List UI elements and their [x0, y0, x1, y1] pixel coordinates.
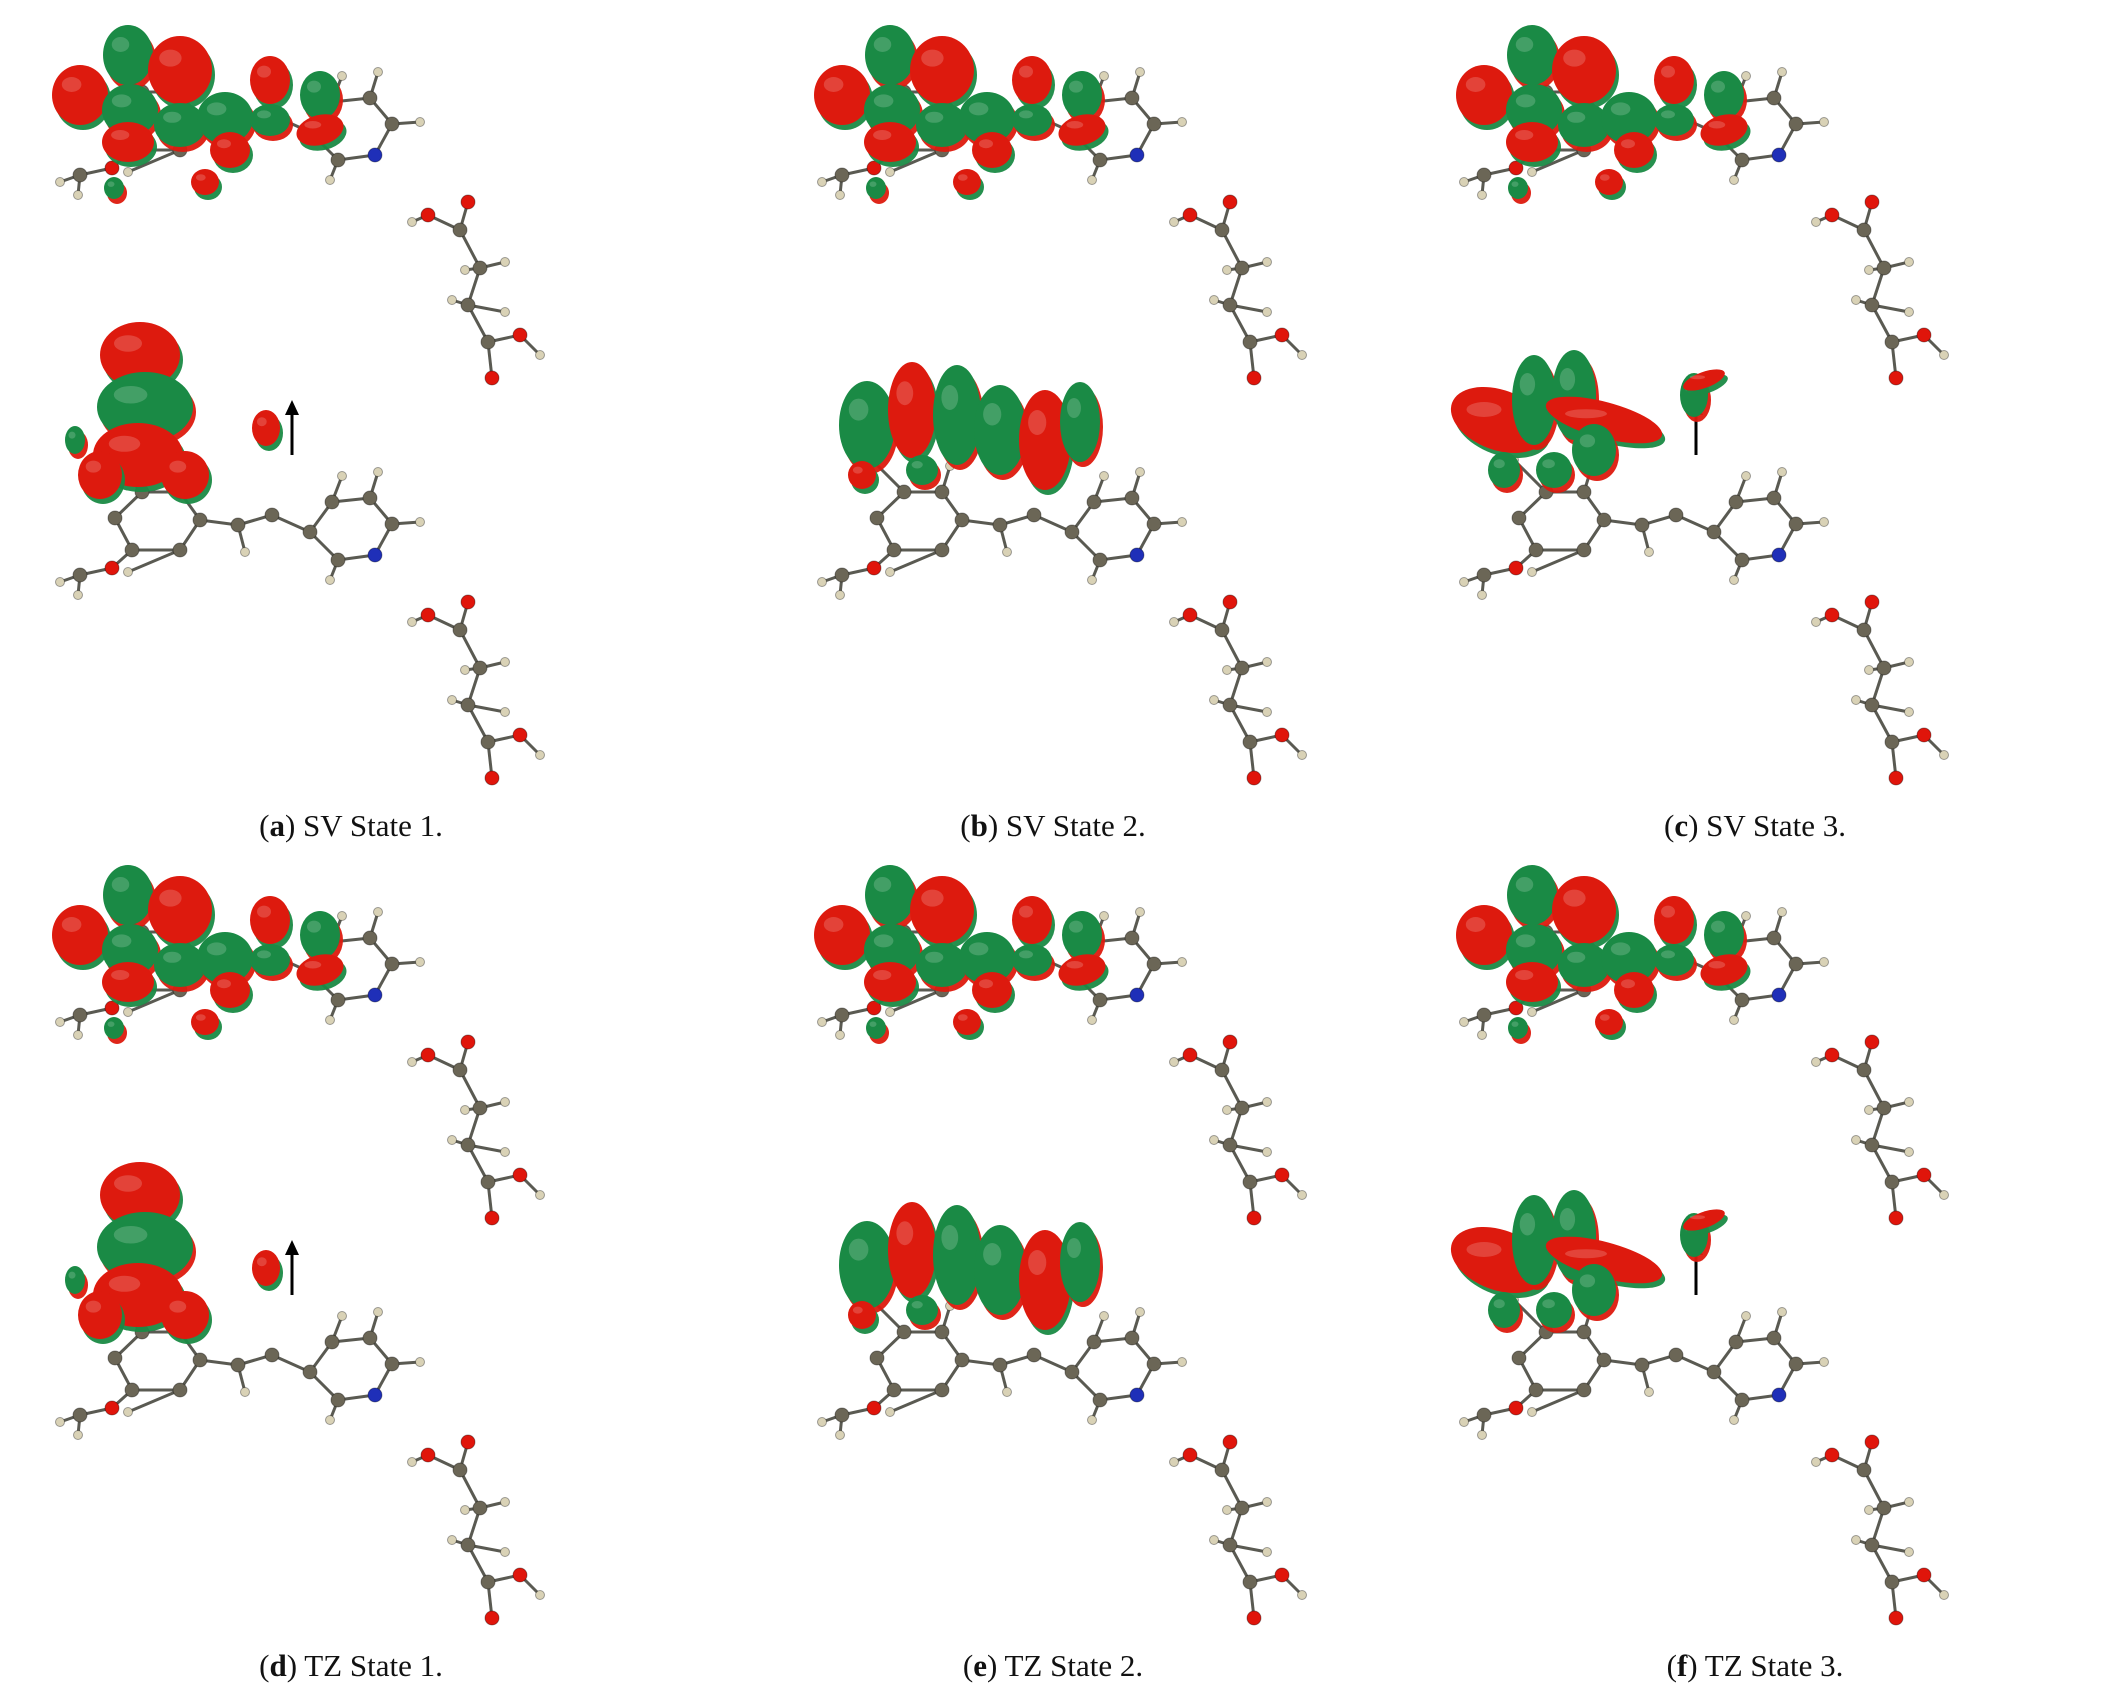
- panel-caption: (a) SV State 1.: [259, 808, 443, 843]
- panel-letter: e: [973, 1648, 987, 1683]
- orbital-transition-image: [814, 865, 1307, 1626]
- panel-caption: (c) SV State 3.: [1664, 808, 1846, 843]
- panel-caption: (b) SV State 2.: [960, 808, 1146, 843]
- panel-caption-text: SV State 2.: [1005, 808, 1146, 843]
- panel-c: (c) SV State 3.: [1404, 0, 2106, 843]
- panel-caption-text: SV State 3.: [1706, 808, 1846, 843]
- panel-letter: d: [269, 1648, 287, 1683]
- panel-caption-text: TZ State 2.: [1004, 1648, 1144, 1683]
- panel-caption: (e) TZ State 2.: [962, 1648, 1144, 1683]
- panel-b: (b) SV State 2.: [702, 0, 1404, 843]
- panel-d: (d) TZ State 1.: [0, 840, 702, 1683]
- panel-caption-text: TZ State 1.: [304, 1648, 443, 1683]
- panel-caption-text: TZ State 3.: [1704, 1648, 1844, 1683]
- panel-a: (a) SV State 1.: [0, 0, 702, 843]
- panel-f: (f) TZ State 3.: [1404, 840, 2106, 1683]
- orbital-transition-image: [52, 865, 545, 1626]
- panel-caption: (d) TZ State 1.: [259, 1648, 443, 1683]
- orbital-transition-image: [1450, 865, 1949, 1626]
- panel-caption-text: SV State 1.: [303, 808, 443, 843]
- panel-e: (e) TZ State 2.: [702, 840, 1404, 1683]
- orbital-transition-image: [814, 25, 1307, 786]
- panel-letter: c: [1674, 808, 1689, 843]
- orbital-transition-image: [1450, 25, 1949, 786]
- panel-letter: a: [269, 808, 285, 843]
- panel-letter: b: [970, 808, 988, 843]
- panel-letter: f: [1676, 1648, 1688, 1683]
- orbital-transition-image: [52, 25, 545, 786]
- panel-caption: (f) TZ State 3.: [1666, 1648, 1844, 1683]
